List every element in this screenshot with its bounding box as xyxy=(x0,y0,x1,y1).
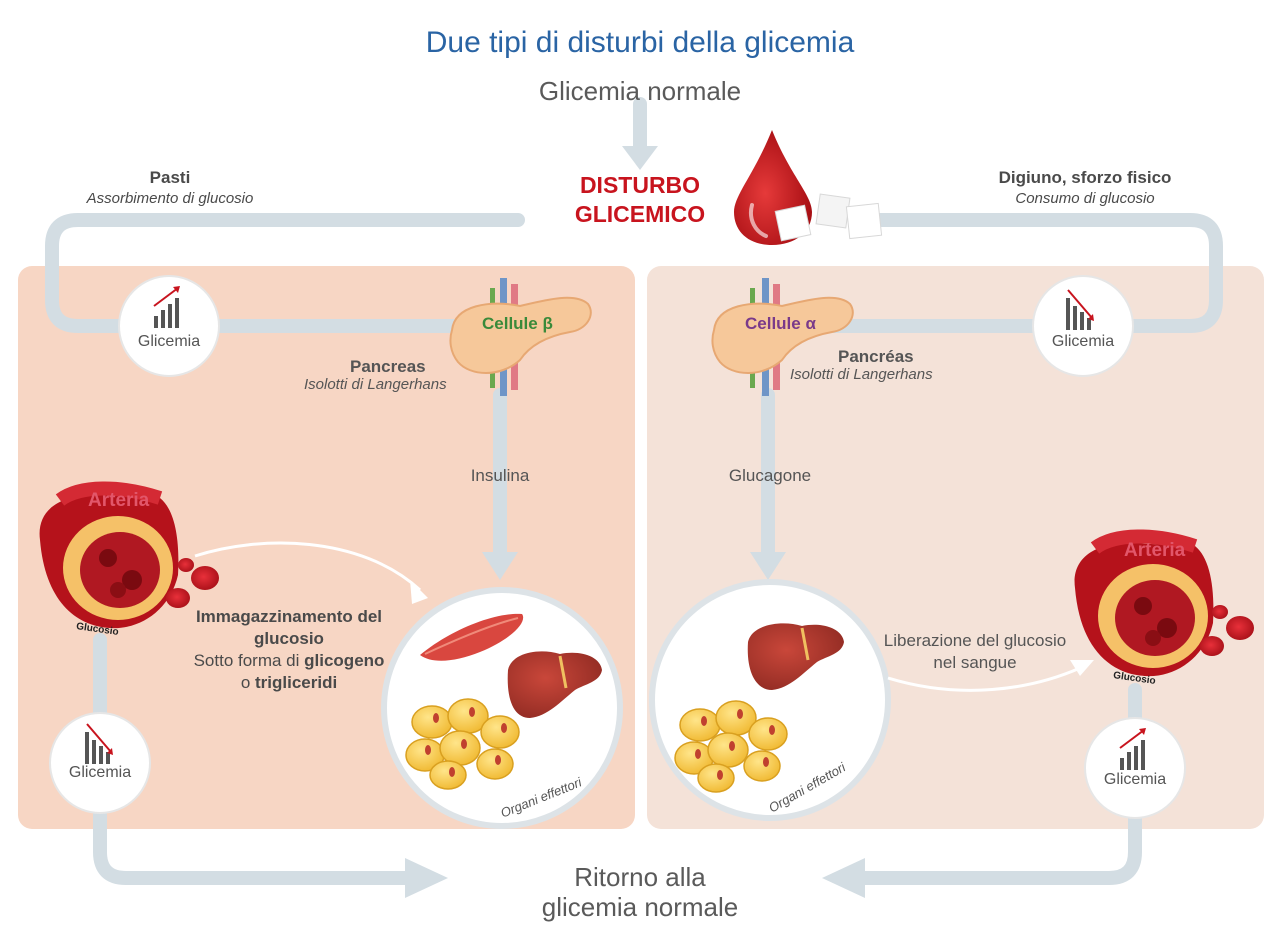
left-header-sub: Assorbimento di glucosio xyxy=(86,190,254,207)
fat-nuclei xyxy=(695,709,775,780)
fat-nuclei xyxy=(425,707,507,777)
right-header: Digiuno, sforzo fisico xyxy=(998,168,1172,187)
sugar-cubes-icon xyxy=(774,193,883,242)
artery-label: Arteria xyxy=(1124,540,1186,561)
return-line2: glicemia normale xyxy=(541,892,739,922)
artery-label: Arteria xyxy=(88,490,150,511)
artery-icon xyxy=(39,481,219,629)
fat-cells-icon xyxy=(674,700,788,793)
return-line1: Ritorno alla xyxy=(574,862,706,892)
pancreas-label: Pancréas xyxy=(838,347,914,366)
glicemia-label: Glicemia xyxy=(1103,771,1167,788)
islets-label: Isolotti di Langerhans xyxy=(304,376,447,393)
chart-up-icon xyxy=(1119,728,1146,770)
storage-triglycerides: trigliceridi xyxy=(255,673,338,692)
islets-label: Isolotti di Langerhans xyxy=(790,366,933,383)
right-header-sub: Consumo di glucosio xyxy=(1015,190,1155,207)
arrowheads xyxy=(405,146,865,898)
pancreas-label: Pancreas xyxy=(350,357,426,376)
pancreas-icon xyxy=(711,278,854,396)
muscle-icon xyxy=(420,613,524,661)
curved-arrows xyxy=(194,541,1081,692)
storage-text-2: o xyxy=(240,673,255,692)
hormone-label: Insulina xyxy=(470,466,530,485)
hormone-label: Glucagone xyxy=(728,466,812,485)
fat-cells-icon xyxy=(405,698,520,790)
chart-down-icon xyxy=(1066,289,1094,330)
glicemia-label: Glicemia xyxy=(137,333,201,350)
glicemia-label: Glicemia xyxy=(1051,333,1115,350)
liver-icon xyxy=(507,651,602,718)
disturbance-line2: GLICEMICO xyxy=(574,201,706,227)
release-line1: Liberazione del glucosio xyxy=(883,631,1067,650)
release-line2: nel sangue xyxy=(933,653,1017,672)
storage-text: Immagazzinamento del glucosio Sotto form… xyxy=(176,606,402,694)
artery-icon xyxy=(1074,529,1254,677)
storage-glycogen: glicogeno xyxy=(304,651,385,670)
organ-circle xyxy=(649,579,891,821)
glicemia-label: Glicemia xyxy=(68,764,132,781)
storage-title: Immagazzinamento del glucosio xyxy=(195,607,383,648)
subtitle: Glicemia normale xyxy=(538,76,742,106)
chart-up-icon xyxy=(153,286,180,328)
pancreas-icon xyxy=(449,278,592,396)
disturbance-line1: DISTURBO xyxy=(579,172,701,198)
liver-icon xyxy=(747,623,844,690)
cells-alpha-label: Cellule α xyxy=(745,314,816,333)
chart-down-icon xyxy=(85,723,113,764)
cells-beta-label: Cellule β xyxy=(482,314,553,333)
storage-text-1: Sotto forma di xyxy=(193,651,305,670)
page-title: Due tipi di disturbi della glicemia xyxy=(425,26,855,59)
left-header: Pasti xyxy=(149,168,191,187)
